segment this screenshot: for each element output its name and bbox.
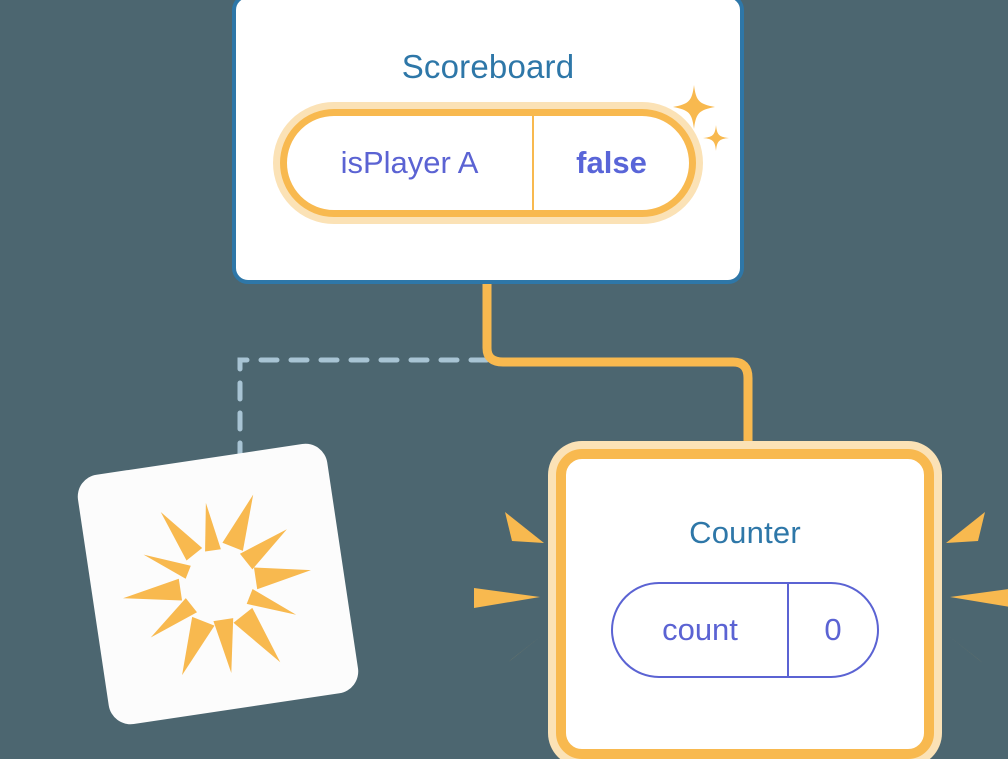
scoreboard-state-key: isPlayer A bbox=[340, 145, 479, 180]
solid-connector-path bbox=[482, 284, 753, 466]
burst-card[interactable] bbox=[74, 440, 362, 728]
scoreboard-pill-zone: isPlayer A false bbox=[280, 85, 729, 217]
counter-state-pill[interactable]: count 0 bbox=[611, 582, 879, 678]
counter-title: Counter bbox=[689, 515, 801, 550]
scoreboard-state-pill[interactable]: isPlayer A false bbox=[280, 109, 696, 217]
counter-state-value: 0 bbox=[824, 612, 842, 647]
burst-rays-icon bbox=[123, 494, 311, 676]
scoreboard-state-value: false bbox=[576, 145, 647, 180]
dashed-connector-path bbox=[237, 357, 490, 473]
scoreboard-card[interactable]: Scoreboard isPlayer A false bbox=[232, 0, 744, 284]
pill-divider bbox=[532, 116, 534, 210]
counter-state-key: count bbox=[662, 612, 738, 647]
scoreboard-title: Scoreboard bbox=[401, 48, 575, 85]
counter-card[interactable]: Counter count 0 bbox=[556, 449, 934, 759]
pill-divider bbox=[787, 584, 789, 676]
